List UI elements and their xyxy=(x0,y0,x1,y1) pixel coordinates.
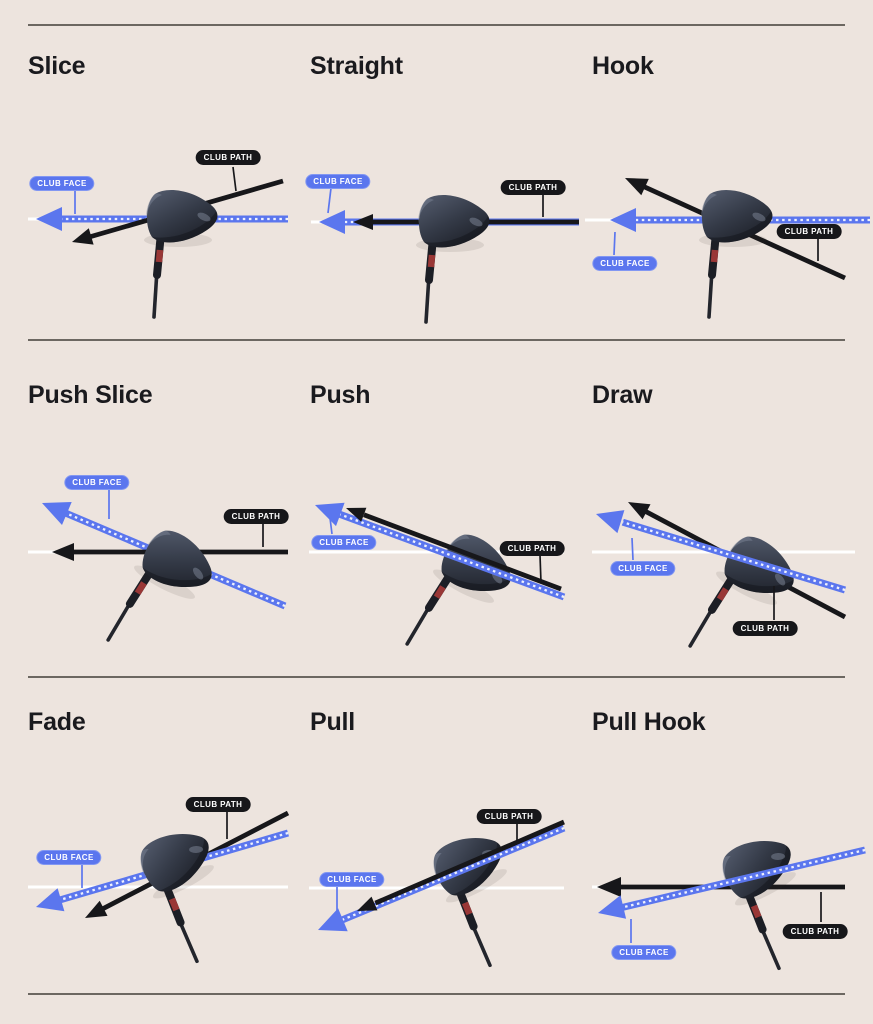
club-face-arrow xyxy=(596,510,847,594)
club-path-label: CLUB PATH xyxy=(732,621,798,636)
push-diagram xyxy=(309,502,566,676)
club-face-pointer xyxy=(631,537,634,561)
club-path-arrow xyxy=(357,819,565,911)
hook-diagram xyxy=(585,178,870,339)
golf-club xyxy=(99,522,222,669)
panel-title: Draw xyxy=(592,381,653,409)
club-face-label: CLUB FACE xyxy=(305,174,371,189)
club-face-label: CLUB FACE xyxy=(592,256,658,271)
golf-club xyxy=(699,190,773,317)
club-face-pointer xyxy=(329,517,333,535)
club-face-label: CLUB FACE xyxy=(311,535,377,550)
straight-diagram xyxy=(311,187,579,339)
panel-title: Push Slice xyxy=(28,381,153,409)
club-path-pointer xyxy=(232,166,237,192)
panel-title: Pull Hook xyxy=(592,708,706,736)
club-path-label: CLUB PATH xyxy=(185,797,251,812)
panel-push: Push CLUB FACE CLUB PATH xyxy=(291,341,582,676)
club-path-label: CLUB PATH xyxy=(223,509,289,524)
club-face-arrow xyxy=(315,502,566,601)
panel-draw: Draw CLUB FACE CLUB PATH xyxy=(582,341,873,676)
club-path-label: CLUB PATH xyxy=(499,541,565,556)
club-face-pointer xyxy=(327,187,332,214)
club-face-label: CLUB FACE xyxy=(611,945,677,960)
panel-straight: Straight CLUB FACE CLUB PATH xyxy=(291,26,582,339)
row-3: Fade CLUB PATH CLUB FACE xyxy=(0,678,873,993)
panel-title: Pull xyxy=(310,708,356,736)
divider-bottom xyxy=(28,993,845,995)
panel-title: Push xyxy=(310,381,371,409)
panel-push-slice: Push Slice CLUB FACE CLUB PATH xyxy=(0,341,291,676)
golf-club xyxy=(144,190,218,317)
panel-hook: Hook CLUB PATH CLUB FACE xyxy=(582,26,873,339)
club-face-label: CLUB FACE xyxy=(29,176,95,191)
club-path-label: CLUB PATH xyxy=(500,180,566,195)
club-face-arrow xyxy=(598,846,866,919)
panel-fade: Fade CLUB PATH CLUB FACE xyxy=(0,678,291,993)
club-path-label: CLUB PATH xyxy=(776,224,842,239)
panel-title: Slice xyxy=(28,52,86,80)
pull-hook-diagram xyxy=(592,678,866,993)
club-path-label: CLUB PATH xyxy=(476,809,542,824)
pull-diagram xyxy=(309,678,566,993)
club-path-pointer xyxy=(539,554,542,584)
draw-diagram xyxy=(592,502,855,676)
golf-club xyxy=(681,528,804,675)
club-face-arrow xyxy=(318,824,566,932)
panel-pull-hook: Pull Hook CLUB PATH CLUB FACE xyxy=(582,678,873,993)
push-slice-diagram xyxy=(28,489,288,676)
panel-title: Fade xyxy=(28,708,86,736)
club-path-label: CLUB PATH xyxy=(782,924,848,939)
divider-top xyxy=(28,24,845,26)
panel-title: Straight xyxy=(310,52,403,80)
golf-club xyxy=(416,195,490,322)
panel-pull: Pull CLUB FACE CLUB PATH xyxy=(291,678,582,993)
row-2: Push Slice CLUB FACE CLUB PATH xyxy=(0,341,873,676)
golf-club xyxy=(712,826,835,973)
club-path-label: CLUB PATH xyxy=(195,150,261,165)
club-face-pointer xyxy=(613,231,616,256)
club-face-label: CLUB FACE xyxy=(319,872,385,887)
club-face-label: CLUB FACE xyxy=(610,561,676,576)
row-1: Slice CLUB FACE CLUB PATH xyxy=(0,26,873,339)
club-face-label: CLUB FACE xyxy=(36,850,102,865)
divider-row1-row2 xyxy=(28,339,845,341)
panel-slice: Slice CLUB FACE CLUB PATH xyxy=(0,26,291,339)
club-path-arrow xyxy=(346,507,562,592)
divider-row2-row3 xyxy=(28,676,845,678)
panel-title: Hook xyxy=(592,52,654,80)
fade-diagram xyxy=(28,810,290,993)
club-face-label: CLUB FACE xyxy=(64,475,130,490)
slice-diagram xyxy=(28,166,288,339)
